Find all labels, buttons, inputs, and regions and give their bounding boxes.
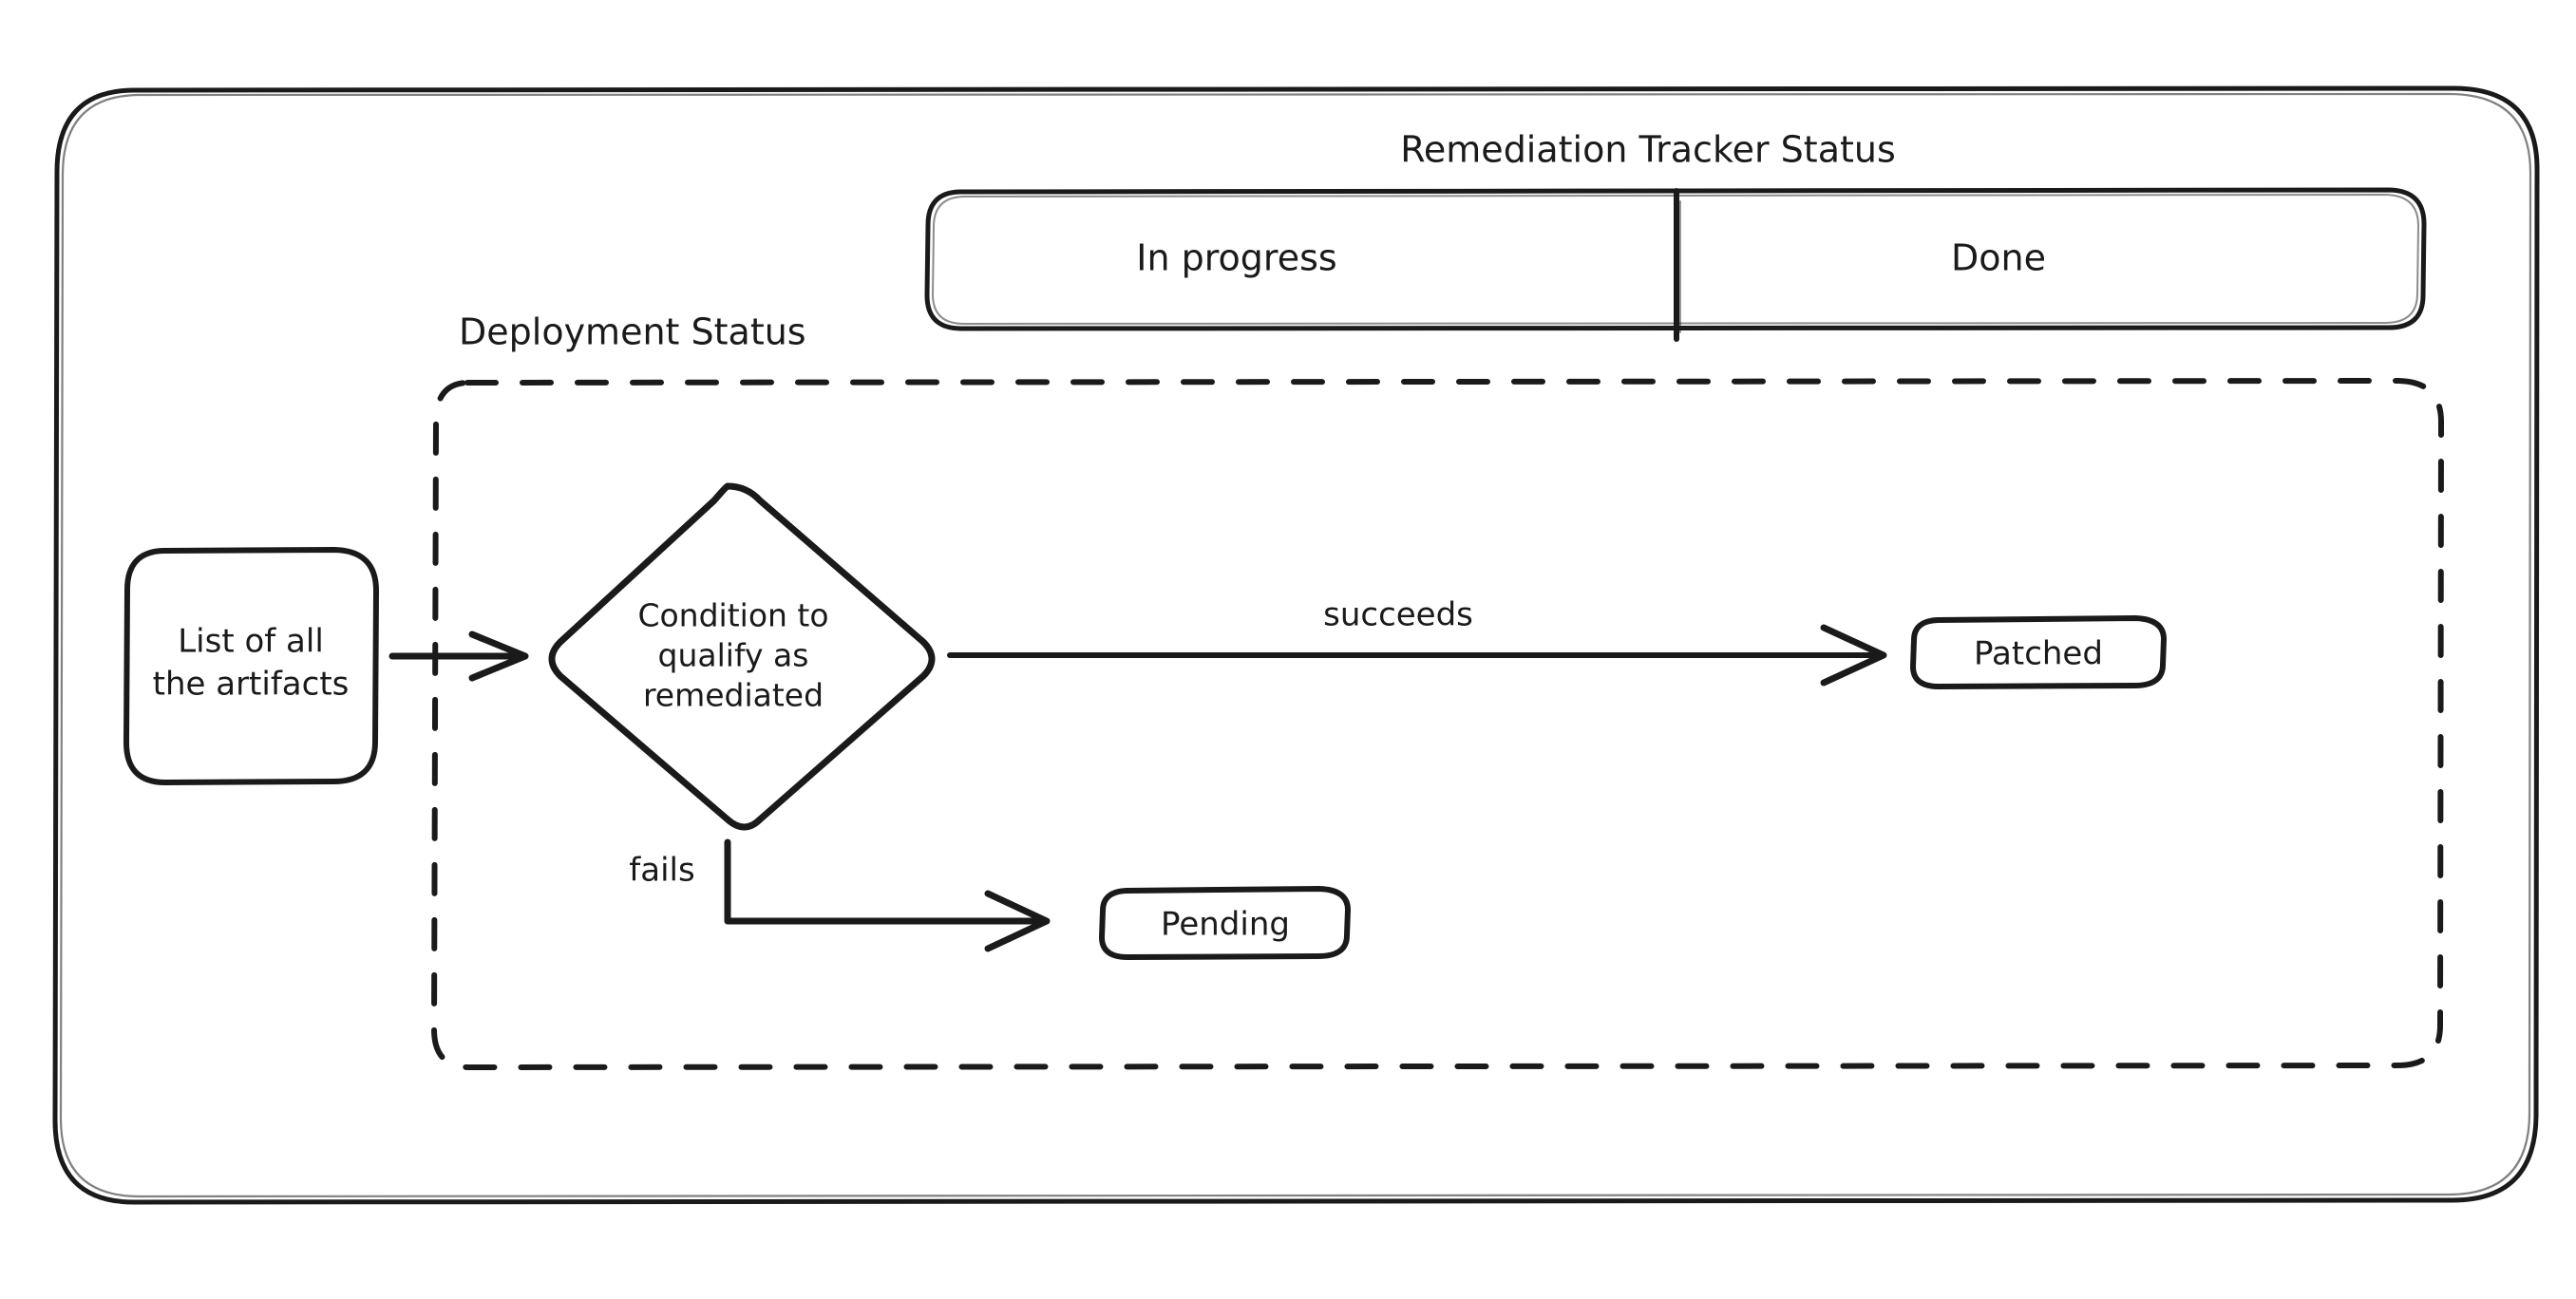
edge-condition-to-patched: succeeds [947,596,1887,687]
swimlane-label-in-progress: In progress [1136,237,1336,279]
swimlane-label-done: Done [1951,237,2046,279]
node-patched-label: Patched [1974,635,2103,673]
node-artifacts-label-line1: List of all [178,623,324,661]
edge-artifacts-to-condition [388,631,529,682]
edge-label-succeeds: succeeds [1323,596,1473,634]
swimlane-divider [1674,188,1681,342]
node-patched[interactable]: Patched [1910,615,2167,689]
node-condition-label-line1: Condition to [637,597,828,634]
group-box-deployment-status [431,378,2444,1070]
swimlane-title: Remediation Tracker Status [1400,129,1896,171]
outer-frame [52,85,2540,1205]
node-condition-label-line3: remediated [643,677,824,714]
node-pending-label: Pending [1161,906,1290,944]
node-condition[interactable]: Condition to qualify as remediated [548,482,936,831]
node-artifacts[interactable]: List of all the artifacts [123,547,379,785]
edge-condition-to-pending: fails [629,838,1051,952]
node-condition-label-line2: qualify as [658,637,809,674]
edge-label-fails: fails [629,852,694,890]
node-pending[interactable]: Pending [1099,886,1351,960]
node-artifacts-label-line2: the artifacts [153,666,350,704]
group-label-deployment-status: Deployment Status [459,311,806,353]
